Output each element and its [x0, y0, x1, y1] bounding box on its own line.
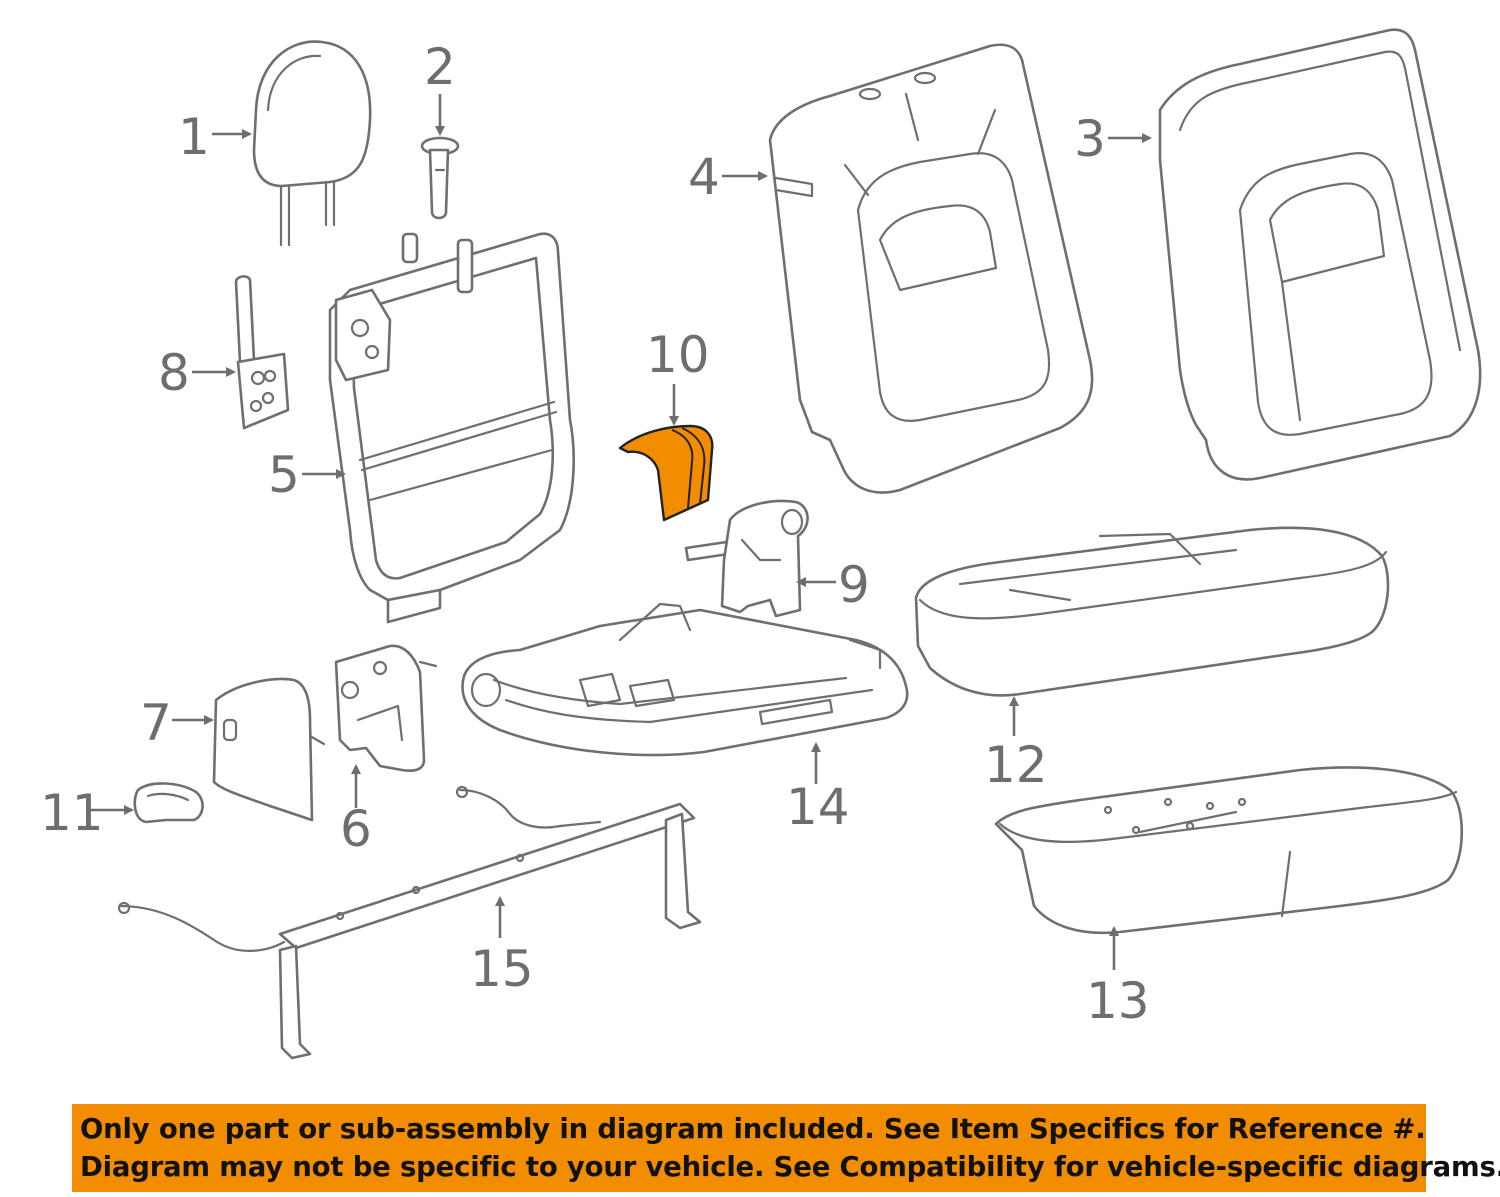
part-10-highlighted-trim-cover [618, 424, 714, 522]
callout-10: 10 [646, 326, 710, 384]
disclaimer-line-1: Only one part or sub-assembly in diagram… [80, 1113, 1426, 1145]
part-11-handle-cap [133, 782, 204, 824]
callout-1: 1 [178, 108, 210, 166]
callout-4: 4 [688, 148, 720, 206]
part-4-seatback-pad [768, 43, 1094, 494]
part-5-seatback-frame [328, 232, 575, 624]
part-7-side-shield [212, 677, 326, 822]
disclaimer-banner: Only one part or sub-assembly in diagram… [72, 1104, 1500, 1192]
callout-6: 6 [340, 800, 372, 858]
callout-2: 2 [424, 38, 456, 96]
part-15-support-frame [117, 785, 702, 1060]
callout-12: 12 [984, 736, 1048, 794]
part-2-headrest-guide [420, 136, 460, 220]
callout-7: 7 [140, 694, 172, 752]
part-13-seat-cushion-pad [994, 766, 1464, 935]
callout-14: 14 [786, 778, 850, 836]
disclaimer-line-2: Diagram may not be specific to your vehi… [80, 1151, 1500, 1183]
part-6-recliner [334, 644, 438, 772]
part-9-pivot-bracket [684, 499, 809, 618]
callout-13: 13 [1086, 972, 1150, 1030]
callout-labels: 1 2 3 4 5 6 7 8 9 10 11 12 13 14 15 [40, 38, 1150, 1030]
callout-arrows [90, 94, 1152, 970]
part-1-headrest [252, 40, 372, 247]
callout-8: 8 [158, 344, 190, 402]
part-3-seatback-cover [1158, 28, 1482, 481]
callout-15: 15 [470, 940, 534, 998]
callout-9: 9 [838, 556, 870, 614]
part-14-cushion-frame [461, 602, 909, 757]
part-8-latch-handle [234, 275, 290, 430]
callout-3: 3 [1074, 110, 1106, 168]
callout-5: 5 [268, 446, 300, 504]
callout-11: 11 [40, 784, 104, 842]
part-12-seat-cushion-cover [914, 526, 1390, 697]
